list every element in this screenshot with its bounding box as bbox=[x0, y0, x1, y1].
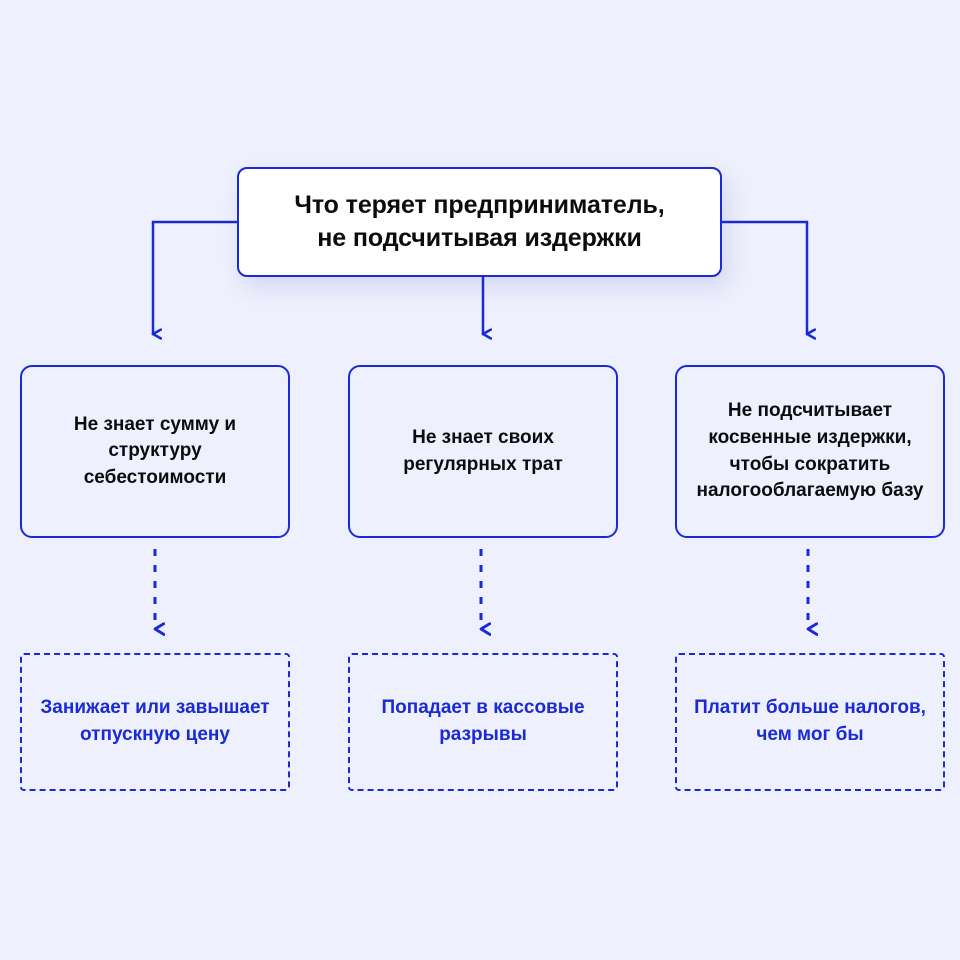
diagram-title-text: Что теряет предприниматель, не подсчитыв… bbox=[280, 189, 678, 255]
consequence-box-1-text: Занижает или завышает отпускную цену bbox=[40, 697, 270, 745]
consequence-box-3: Платит больше налогов, чем мог бы bbox=[675, 653, 945, 791]
cause-box-3-text: Не подсчитывает косвенные издержки, чтоб… bbox=[696, 400, 924, 502]
title-line-2: не подсчитывая издержки bbox=[317, 224, 642, 252]
diagram-title-box: Что теряет предприниматель, не подсчитыв… bbox=[237, 167, 722, 277]
consequence-box-1: Занижает или завышает отпускную цену bbox=[20, 653, 290, 791]
connector-title-to-cause-3 bbox=[720, 220, 807, 334]
cause-box-2: Не знает своих регулярных трат bbox=[348, 365, 618, 538]
cause-box-3: Не подсчитывает косвенные издержки, чтоб… bbox=[675, 365, 945, 538]
cause-box-1-text: Не знает сумму и структуру себестоимости bbox=[73, 413, 237, 488]
consequence-box-2: Попадает в кассовые разрывы bbox=[348, 653, 618, 791]
title-line-1: Что теряет предприниматель, bbox=[294, 191, 665, 219]
cause-box-1: Не знает сумму и структуру себестоимости bbox=[20, 365, 290, 538]
consequence-box-3-text: Платит больше налогов, чем мог бы bbox=[694, 697, 926, 745]
connector-title-to-cause-1 bbox=[151, 220, 239, 334]
consequence-box-2-text: Попадает в кассовые разрывы bbox=[381, 697, 585, 745]
cause-box-2-text: Не знает своих регулярных трат bbox=[403, 426, 563, 475]
